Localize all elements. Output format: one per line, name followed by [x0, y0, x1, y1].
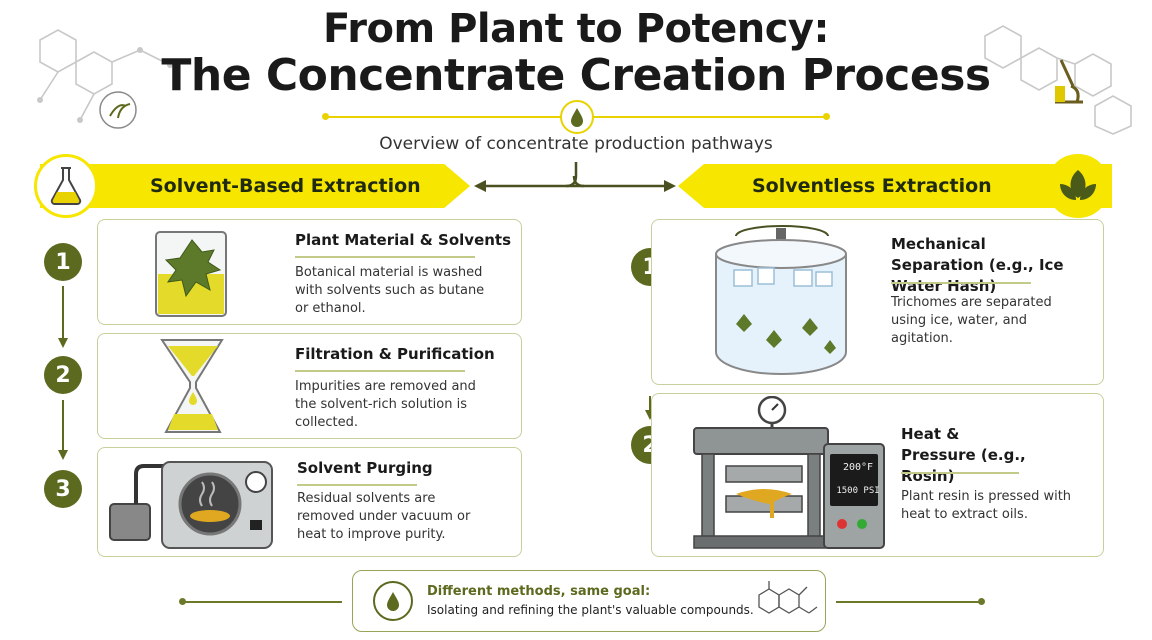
ice-agitator-icon: [715, 225, 847, 375]
solventless-heading: Solventless Extraction: [752, 175, 992, 197]
solvent-step-3-rule: [297, 484, 417, 486]
footer-text: Isolating and refining the plant's valua…: [427, 603, 754, 617]
solvent-step-3-card: Solvent Purging Residual solvents are re…: [97, 447, 522, 557]
drop-icon: [560, 100, 594, 134]
solventless-step-1-title: Mechanical Separation (e.g., Ice Water H…: [891, 235, 1064, 295]
page-title-line2: The Concentrate Creation Process: [161, 50, 991, 101]
footer-title: Different methods, same goal:: [427, 584, 651, 599]
oil-drop-icon: [373, 581, 413, 621]
solvent-step-2-number: 2: [44, 356, 82, 394]
vacuum-oven-icon: [109, 461, 273, 549]
solventless-step-1-desc: Trichomes are separated using ice, water…: [891, 295, 1052, 346]
solvent-step-1-card: Plant Material & Solvents Botanical mate…: [97, 219, 522, 325]
solvent-step-3-desc: Residual solvents are removed under vacu…: [297, 491, 471, 542]
solvent-step-3-number: 3: [44, 470, 82, 508]
leaf-icon: [1046, 154, 1110, 218]
footer-summary: Different methods, same goal: Isolating …: [352, 570, 826, 632]
solvent-step-1-title: Plant Material & Solvents: [295, 231, 512, 249]
beaker-icon: [155, 231, 227, 317]
solvent-step-1-number: 1: [44, 243, 82, 281]
rosin-press-icon: [693, 396, 885, 549]
solvent-banner: Solvent-Based Extraction: [40, 164, 470, 208]
solvent-heading: Solvent-Based Extraction: [150, 175, 421, 197]
solvent-step-1-rule: [295, 256, 475, 258]
solvent-step-2-card: Filtration & Purification Impurities are…: [97, 333, 522, 439]
solvent-step-2-desc: Impurities are removed and the solvent-r…: [295, 379, 476, 430]
solventless-banner: Solventless Extraction: [678, 164, 1112, 208]
solventless-step-2-desc: Plant resin is pressed with heat to extr…: [901, 489, 1072, 522]
footer-connector-left: [179, 598, 342, 604]
press-temp-readout: 200°F: [842, 462, 874, 473]
solvent-step-3-title: Solvent Purging: [297, 459, 433, 477]
molecule-decoration-left: [37, 29, 173, 129]
solvent-step-2-rule: [295, 370, 465, 372]
solvent-step-1-desc: Botanical material is washed with solven…: [295, 265, 485, 316]
cannabinoid-molecule-icon: [758, 581, 818, 614]
solvent-step-arrows: [58, 286, 68, 460]
page-title-line1: From Plant to Potency:: [323, 6, 829, 52]
press-pressure-readout: 1500 PSI: [836, 486, 880, 496]
solventless-step-1-card: Mechanical Separation (e.g., Ice Water H…: [651, 219, 1104, 385]
footer-connector-right: [836, 598, 985, 604]
flask-icon: [34, 154, 98, 218]
funnel-icon: [160, 339, 224, 433]
bidirectional-arrow: [474, 162, 676, 192]
solventless-step-2-card: 200°F 1500 PSI Heat & Pressure (e.g., Ro…: [651, 393, 1104, 557]
microscope-decoration-right: [984, 25, 1132, 135]
solventless-step-1-rule: [891, 282, 1031, 284]
solvent-step-2-title: Filtration & Purification: [295, 345, 495, 363]
solventless-step-2-title: Heat & Pressure (e.g., Rosin): [901, 425, 1026, 485]
subtitle: Overview of concentrate production pathw…: [379, 134, 773, 154]
solventless-step-2-rule: [901, 472, 1019, 474]
